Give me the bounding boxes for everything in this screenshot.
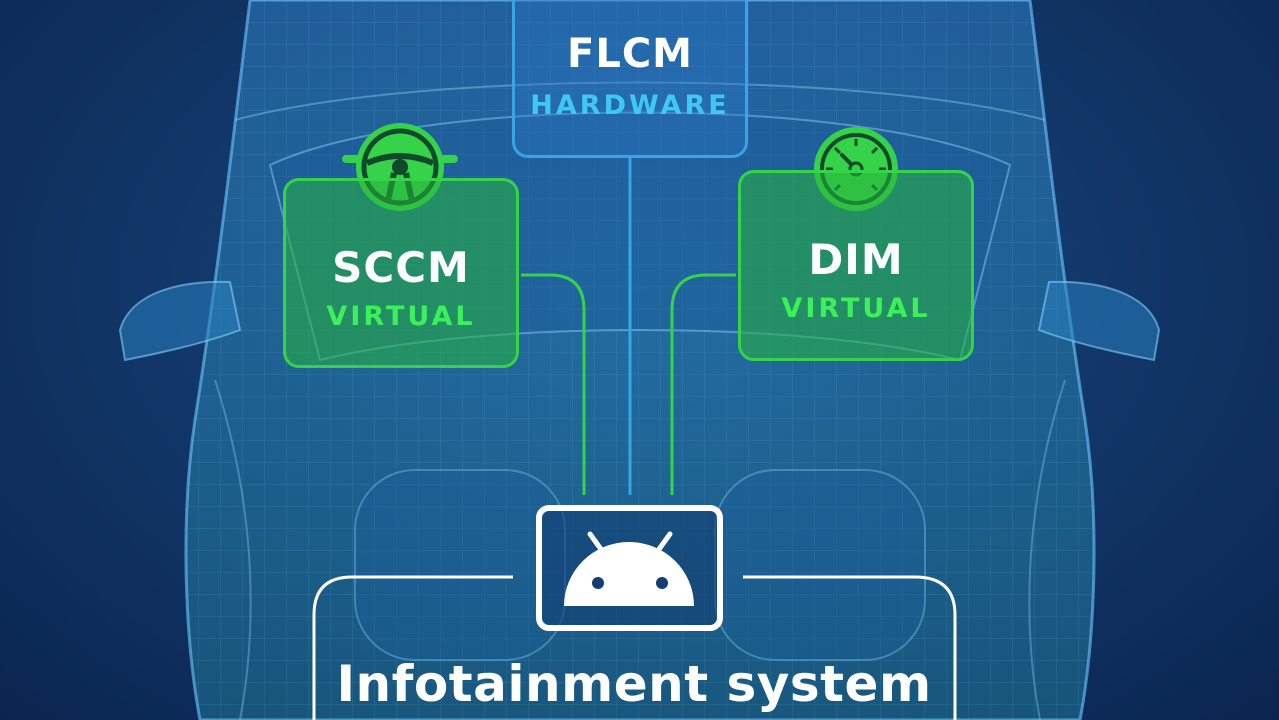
infotainment-frame (312, 575, 957, 720)
flcm-subtitle: HARDWARE (530, 90, 730, 121)
connector-sccm (521, 273, 586, 495)
infotainment-title: Infotainment system (336, 655, 932, 713)
car-mirror-left (118, 280, 242, 362)
sccm-subtitle: VIRTUAL (326, 301, 476, 332)
connector-dim (670, 273, 736, 495)
dim-node: DIM VIRTUAL (738, 170, 974, 361)
flcm-node: FLCM HARDWARE (512, 0, 748, 158)
car-mirror-right (1037, 280, 1161, 362)
sccm-node: SCCM VIRTUAL (283, 178, 519, 368)
dim-subtitle: VIRTUAL (781, 293, 931, 324)
android-icon (564, 531, 694, 606)
sccm-title: SCCM (332, 243, 470, 292)
flcm-title: FLCM (567, 31, 693, 77)
dim-title: DIM (808, 235, 904, 284)
